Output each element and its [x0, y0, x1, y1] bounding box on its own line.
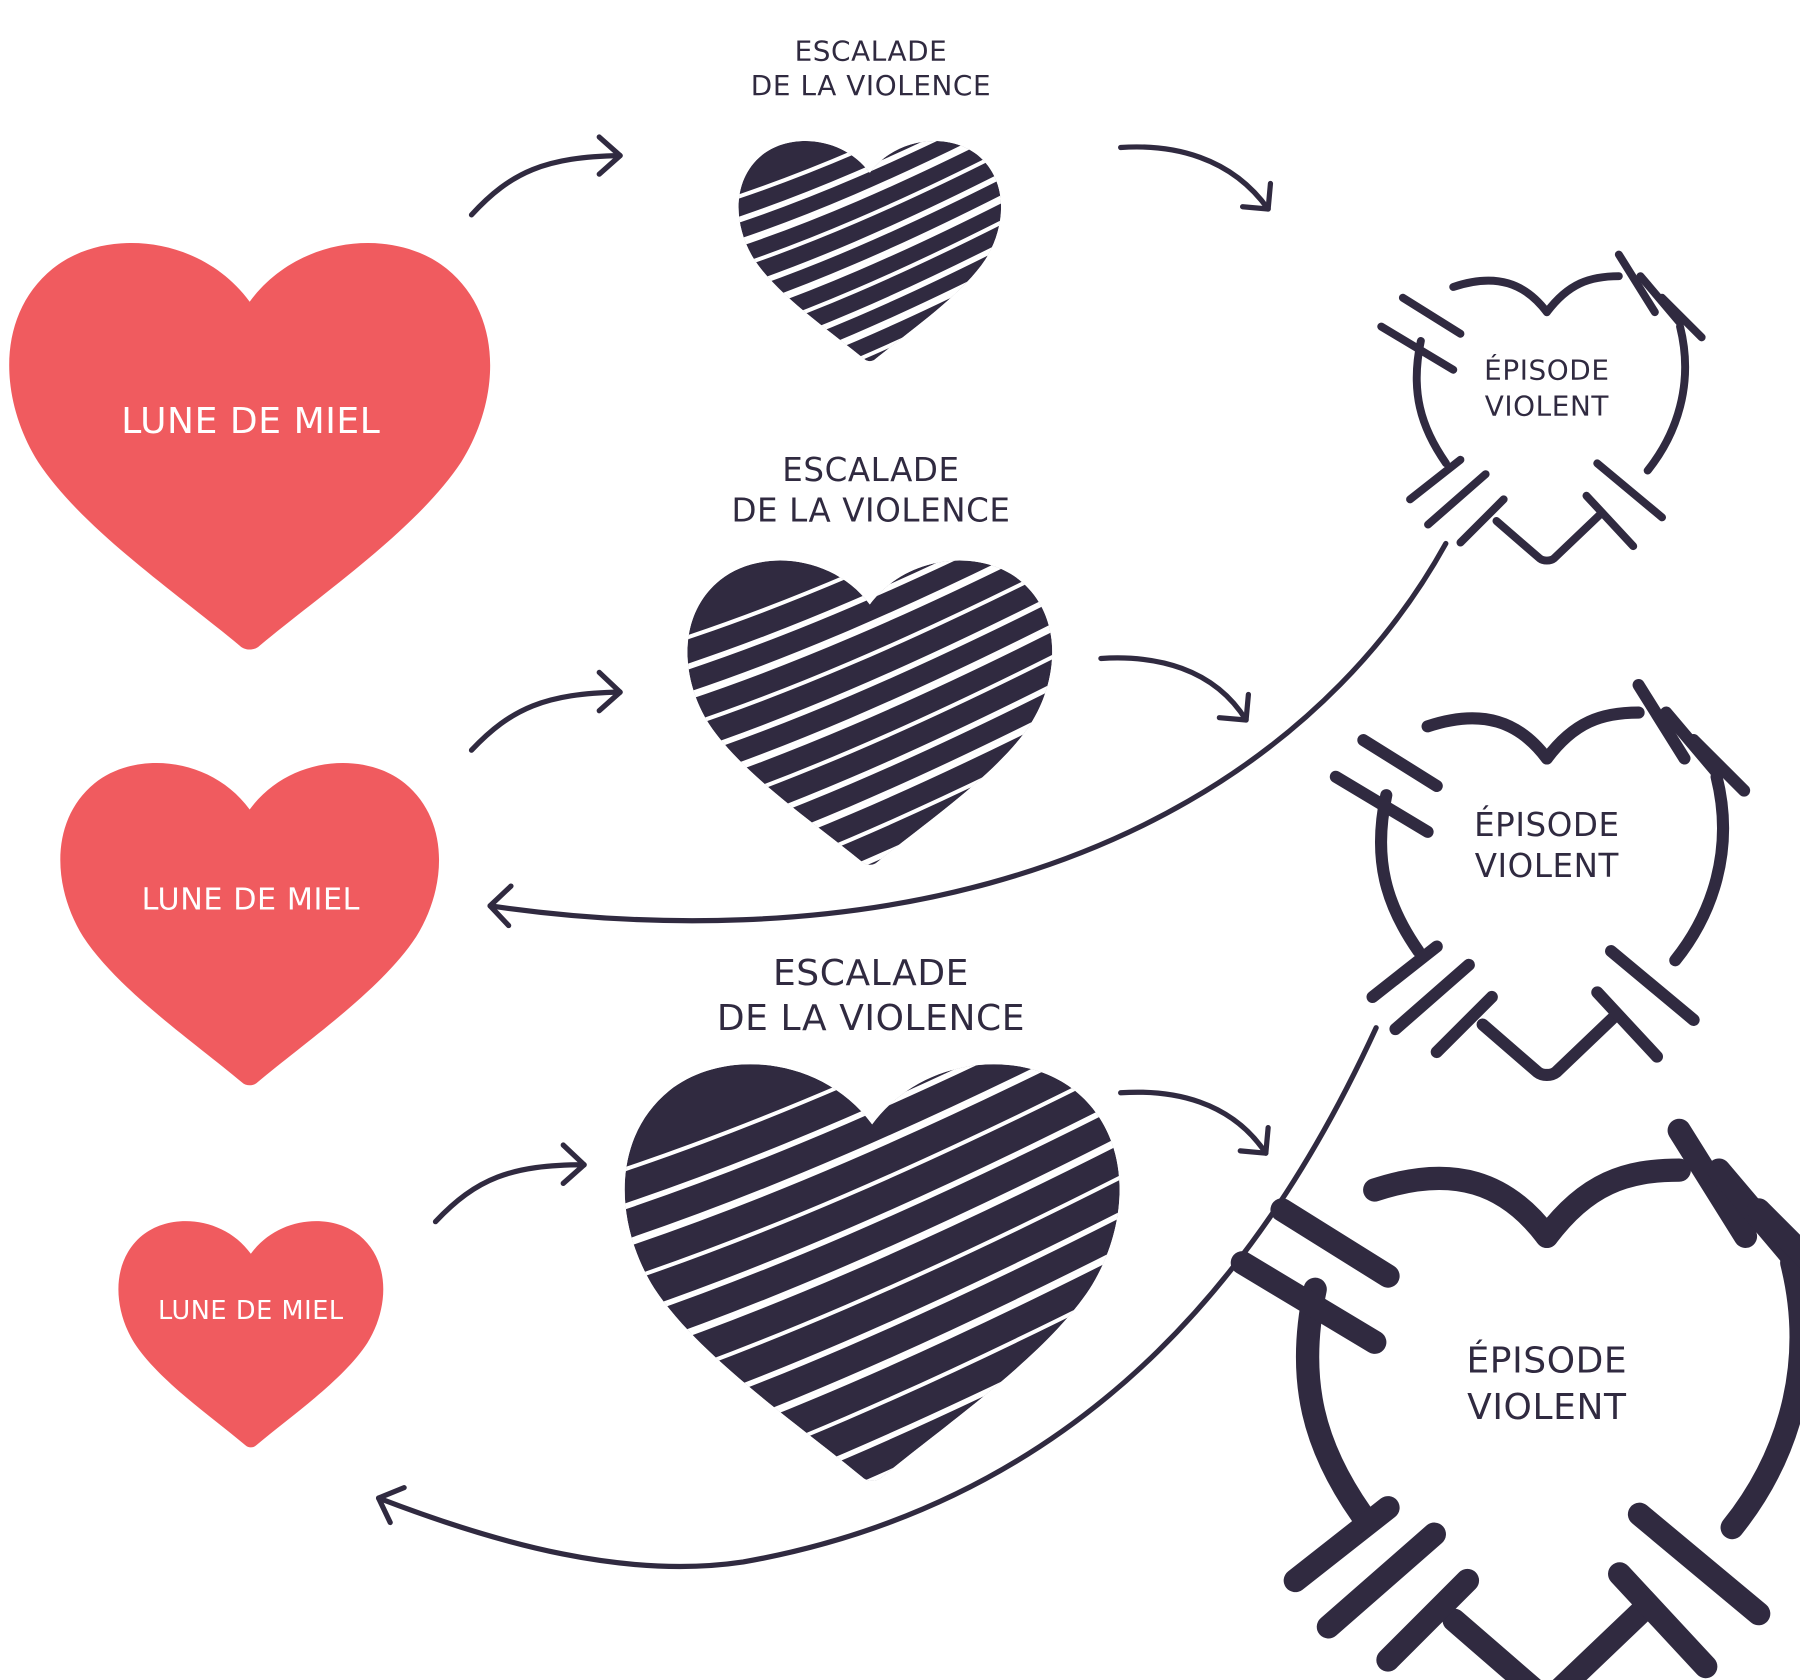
episode-label-line2: VIOLENT — [1467, 1387, 1627, 1428]
heart-outline-segment — [1492, 509, 1605, 565]
honeymoon-heart-1: LUNE DE MIEL — [9, 243, 491, 650]
slash-mark — [1376, 1568, 1480, 1672]
slash-mark — [1357, 734, 1443, 793]
escalation-label-line1: ESCALADE — [782, 451, 959, 489]
broken-heart-icon — [1377, 250, 1706, 565]
slash-mark — [1316, 1522, 1446, 1639]
slash-mark — [1591, 986, 1663, 1063]
scribbled-heart-icon — [624, 1064, 1120, 1481]
hatch-stroke — [738, 140, 1002, 273]
honeymoon-label: LUNE DE MIEL — [158, 1296, 344, 1326]
honeymoon-heart-3: LUNE DE MIEL — [118, 1221, 384, 1448]
heart-outline-segment — [1363, 1166, 1559, 1248]
hatch-stroke — [687, 560, 1053, 706]
heart-outline-segment — [1542, 272, 1623, 317]
heart-outline-segment — [1540, 706, 1645, 765]
escalation-1: ESCALADE DE LA VIOLENCE — [738, 34, 1002, 362]
escalation-label-line2: DE LA VIOLENCE — [731, 491, 1010, 529]
curved-arrow-icon — [1118, 144, 1274, 212]
escalation-label-line2: DE LA VIOLENCE — [751, 69, 991, 102]
heart-shape — [624, 1064, 1120, 1481]
hatch-stroke — [687, 560, 1053, 676]
slash-mark — [1632, 678, 1691, 765]
heart-outline-segment — [1374, 789, 1425, 958]
slash-mark — [1747, 1198, 1800, 1268]
heart-outline-segment — [1643, 322, 1690, 475]
broken-heart-icon — [1329, 678, 1751, 1081]
heart-outline-segment — [1669, 770, 1730, 967]
slash-mark — [1658, 293, 1706, 342]
episode-label-line1: ÉPISODE — [1474, 806, 1620, 844]
slash-mark — [1424, 470, 1490, 529]
slash-mark — [1230, 1251, 1387, 1354]
episode-3: ÉPISODE VIOLENT — [1230, 1118, 1800, 1680]
escalation-label-line1: ESCALADE — [795, 34, 948, 67]
heart-icon — [118, 1221, 384, 1448]
slash-mark — [1366, 940, 1443, 1004]
heart-outline-segment — [1535, 1158, 1691, 1248]
honeymoon-label: LUNE DE MIEL — [121, 401, 380, 442]
episode-2: ÉPISODE VIOLENT — [1329, 678, 1751, 1081]
heart-outline-segment — [1412, 336, 1451, 468]
slash-mark — [1329, 770, 1434, 838]
slash-mark — [1593, 459, 1667, 522]
episode-label-line1: ÉPISODE — [1484, 353, 1609, 387]
hatch-stroke — [624, 1064, 1120, 1256]
heart-icon — [9, 243, 491, 650]
heart-outline-segment — [1720, 1251, 1800, 1540]
slash-mark — [1605, 945, 1700, 1026]
scribbled-heart-icon — [738, 140, 1002, 362]
escalation-label-line1: ESCALADE — [773, 953, 969, 994]
heart-outline-segment — [1295, 1277, 1374, 1526]
escalation-3: ESCALADE DE LA VIOLENCE — [624, 953, 1120, 1481]
curved-arrow-icon — [1098, 655, 1252, 723]
heart-outline-segment — [1449, 276, 1551, 317]
broken-heart-icon — [1230, 1118, 1800, 1680]
honeymoon-heart-2: LUNE DE MIEL — [60, 762, 440, 1086]
heart-outline-segment — [1476, 1009, 1622, 1081]
hatch-stroke — [624, 1268, 1120, 1481]
hatch-stroke — [624, 1064, 1120, 1218]
escalation-label-line2: DE LA VIOLENCE — [717, 998, 1025, 1039]
slash-mark — [1687, 734, 1751, 797]
hatch-stroke — [687, 560, 1053, 734]
slash-mark — [1667, 1118, 1758, 1248]
slash-mark — [1456, 495, 1508, 547]
heart-outline-segment — [1442, 1595, 1658, 1680]
curved-arrow-icon — [468, 134, 623, 218]
heart-icon — [60, 762, 440, 1086]
cycle-3: LUNE DE MIEL ESCALADE DE LA VIOLENCE ÉPI… — [118, 953, 1800, 1680]
slash-mark — [1398, 293, 1465, 338]
episode-label-line1: ÉPISODE — [1466, 1340, 1627, 1382]
curved-arrow-icon — [1118, 1089, 1271, 1156]
escalation-2: ESCALADE DE LA VIOLENCE — [687, 451, 1053, 865]
scribbled-heart-icon — [687, 560, 1053, 865]
slash-mark — [1614, 250, 1659, 317]
slash-mark — [1283, 1496, 1400, 1593]
slash-mark — [1377, 322, 1458, 374]
episode-label-line2: VIOLENT — [1475, 847, 1619, 885]
curved-arrow-icon — [468, 669, 623, 753]
slash-mark — [1430, 990, 1498, 1059]
heart-outline-segment — [1421, 712, 1553, 765]
honeymoon-label: LUNE DE MIEL — [142, 882, 360, 917]
return-arrow-icon — [487, 540, 1449, 929]
slash-mark — [1582, 491, 1638, 551]
slash-mark — [1627, 1502, 1771, 1626]
slash-mark — [1406, 455, 1465, 504]
slash-mark — [1608, 1562, 1718, 1679]
hatch-stroke — [738, 140, 1002, 227]
episode-1: ÉPISODE VIOLENT — [1377, 250, 1706, 565]
slash-mark — [1270, 1198, 1400, 1288]
curved-arrow-icon — [432, 1142, 587, 1225]
hatch-stroke — [624, 1064, 1120, 1292]
episode-label-line2: VIOLENT — [1485, 390, 1610, 423]
slash-mark — [1389, 958, 1475, 1036]
